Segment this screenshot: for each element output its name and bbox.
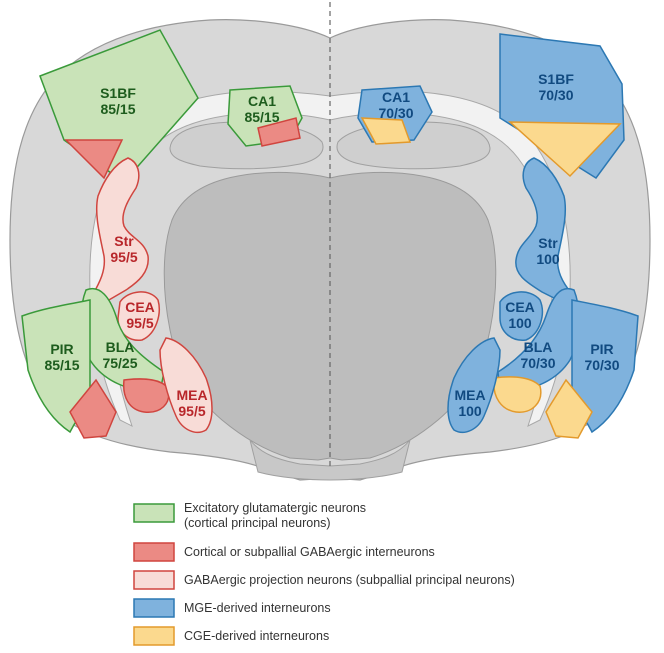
bla-right-ratio: 70/30 <box>520 355 555 371</box>
legend-swatch-projection <box>133 570 175 590</box>
ca1-right-ratio: 70/30 <box>378 105 413 121</box>
region-cea-right: CEA 100 <box>499 291 544 341</box>
str-right-ratio: 100 <box>536 251 560 267</box>
region-pir-right: PIR 70/30 <box>545 299 639 439</box>
region-str-right: Str 100 <box>515 157 573 305</box>
legend: Excitatory glutamatergic neurons (cortic… <box>133 501 515 646</box>
pir-left-ratio: 85/15 <box>44 357 79 373</box>
cea-left-ratio: 95/5 <box>126 315 153 331</box>
region-s1bf-right: S1BF 70/30 <box>499 33 625 180</box>
pir-right-name: PIR <box>590 341 613 357</box>
bla-left-ratio: 75/25 <box>102 355 137 371</box>
pir-left-name: PIR <box>50 341 73 357</box>
legend-label-cortical-gaba: Cortical or subpallial GABAergic interne… <box>184 545 435 559</box>
legend-label-excitatory-line2: (cortical principal neurons) <box>184 516 331 530</box>
legend-label-cge: CGE-derived interneurons <box>184 629 329 643</box>
mea-right-name: MEA <box>454 387 485 403</box>
lower-cortex <box>249 439 411 481</box>
legend-item-projection: GABAergic projection neurons (subpallial… <box>133 570 515 590</box>
right-hemisphere-regions: S1BF 70/30 CA1 70/30 Str 100 CEA 100 BLA… <box>357 33 639 439</box>
mea-left-name: MEA <box>176 387 207 403</box>
legend-item-excitatory: Excitatory glutamatergic neurons (cortic… <box>133 501 366 530</box>
ca1-right-name: CA1 <box>382 89 410 105</box>
s1bf-left-name: S1BF <box>100 85 136 101</box>
str-left-ratio: 95/5 <box>110 249 137 265</box>
ca1-left-name: CA1 <box>248 93 276 109</box>
region-mea-left: MEA 95/5 <box>159 337 213 434</box>
thalamus <box>163 171 497 461</box>
region-mea-right: MEA 100 <box>447 337 501 434</box>
region-ca1-left: CA1 85/15 <box>227 85 303 147</box>
ca1-left-ratio: 85/15 <box>244 109 279 125</box>
legend-label-excitatory-line1: Excitatory glutamatergic neurons <box>184 501 366 515</box>
cea-left-name: CEA <box>125 299 155 315</box>
legend-swatch-mge <box>133 598 175 618</box>
mea-right-ratio: 100 <box>458 403 482 419</box>
legend-swatch-excitatory <box>133 503 175 523</box>
region-pir-left: PIR 85/15 <box>21 299 117 439</box>
region-bla-right: BLA 70/30 <box>493 287 580 413</box>
region-bla-left: BLA 75/25 <box>80 287 170 413</box>
legend-item-cge: CGE-derived interneurons <box>133 626 329 646</box>
left-hemisphere-regions: S1BF 85/15 CA1 85/15 Str 95/5 CEA 95/5 B… <box>21 29 303 439</box>
s1bf-right-ratio: 70/30 <box>538 87 573 103</box>
s1bf-right-name: S1BF <box>538 71 574 87</box>
legend-item-cortical-gaba: Cortical or subpallial GABAergic interne… <box>133 542 435 562</box>
s1bf-left-ratio: 85/15 <box>100 101 135 117</box>
bla-left-name: BLA <box>106 339 135 355</box>
pir-right-ratio: 70/30 <box>584 357 619 373</box>
cea-right-ratio: 100 <box>508 315 532 331</box>
legend-swatch-cge <box>133 626 175 646</box>
bla-right-name: BLA <box>524 339 553 355</box>
region-cea-left: CEA 95/5 <box>117 291 160 341</box>
mea-left-ratio: 95/5 <box>178 403 205 419</box>
str-left-name: Str <box>114 233 134 249</box>
region-ca1-right: CA1 70/30 <box>357 85 433 145</box>
legend-label-projection: GABAergic projection neurons (subpallial… <box>184 573 515 587</box>
legend-item-mge: MGE-derived interneurons <box>133 598 331 618</box>
legend-swatch-cortical-gaba <box>133 542 175 562</box>
region-s1bf-left: S1BF 85/15 <box>39 29 199 183</box>
cea-right-name: CEA <box>505 299 535 315</box>
region-str-left: Str 95/5 <box>91 157 149 305</box>
legend-label-mge: MGE-derived interneurons <box>184 601 331 615</box>
str-right-name: Str <box>538 235 558 251</box>
